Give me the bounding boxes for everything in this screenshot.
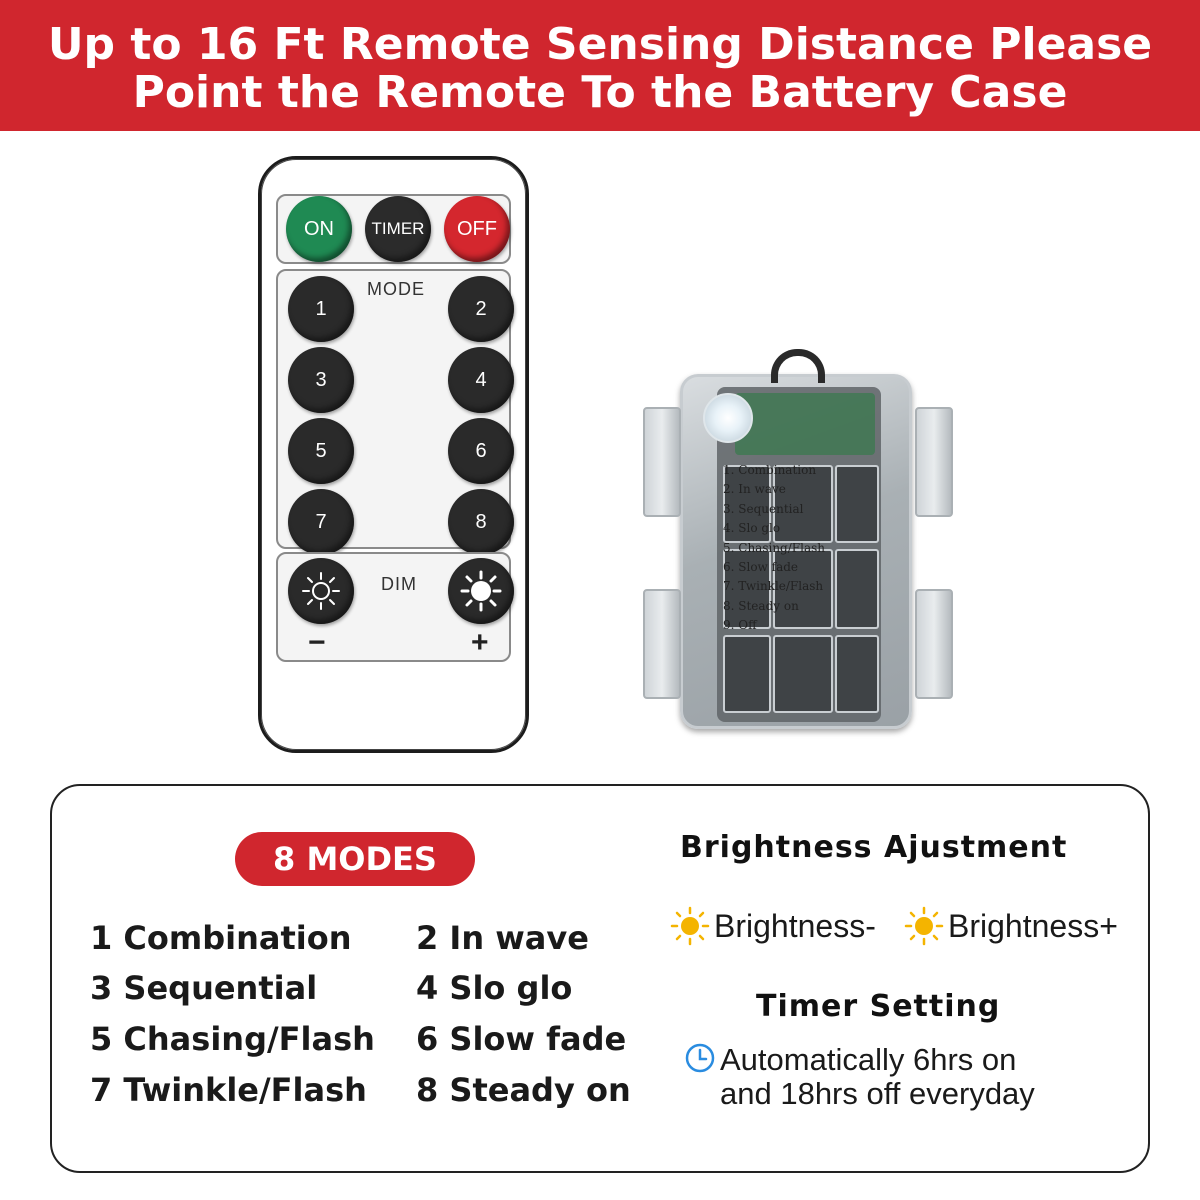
remote-power-panel: ON TIMER OFF (276, 194, 511, 264)
case-mode-item: 7. Twinkle/Flash (723, 579, 824, 594)
remote-dim-panel: DIM − + (276, 552, 514, 662)
timer-line-1: Automatically 6hrs on (720, 1042, 1017, 1077)
on-button[interactable]: ON (286, 196, 352, 262)
modes-badge: 8 MODES (235, 832, 475, 886)
header-banner: Up to 16 Ft Remote Sensing Distance Plea… (0, 0, 1200, 131)
brightness-plus-text: Brightness+ (948, 908, 1118, 944)
case-mode-list: 1. Combination 2. In wave 3. Sequential … (723, 461, 825, 636)
battery-case-hook (771, 349, 825, 383)
battery-cell (773, 465, 833, 543)
remote-mode-panel: MODE 1 2 3 4 5 6 7 8 (276, 269, 514, 555)
battery-cell (773, 635, 833, 713)
banner-line-2: Point the Remote To the Battery Case (132, 67, 1068, 118)
dim-minus-sign: − (308, 626, 326, 659)
mode-item: 2 In wave (416, 919, 589, 957)
battery-cell (835, 465, 879, 543)
case-clip-left-bottom (643, 589, 681, 699)
case-mode-item: 1. Combination (723, 463, 817, 477)
dim-minus-button[interactable] (288, 558, 354, 624)
case-clip-right-top (915, 407, 953, 517)
case-mode-item: 2. In wave (723, 482, 786, 497)
mode-button-7[interactable]: 7 (288, 489, 354, 555)
timer-button[interactable]: TIMER (365, 196, 431, 262)
mode-button-4[interactable]: 4 (448, 347, 514, 413)
battery-cell (723, 549, 771, 629)
case-clip-left-top (643, 407, 681, 517)
brightness-minus-text: Brightness- (714, 908, 876, 944)
case-mode-item: 6. Slow fade (723, 560, 799, 575)
case-mode-item: 9. Off (723, 618, 757, 633)
mode-label: MODE (367, 279, 425, 299)
battery-cell (773, 549, 833, 629)
case-mode-item: 4. Slo glo (723, 521, 781, 536)
sun-icon (904, 906, 944, 946)
mode-item: 6 Slow fade (416, 1020, 627, 1058)
case-mode-item: 8. Steady on (723, 598, 799, 613)
dim-label: DIM (381, 574, 417, 594)
case-mode-item: 3. Sequential (723, 501, 804, 516)
ir-sensor (703, 393, 753, 443)
timer-line-2: and 18hrs off everyday (720, 1076, 1035, 1111)
mode-button-8[interactable]: 8 (448, 489, 514, 555)
mode-button-2[interactable]: 2 (448, 276, 514, 342)
dim-plus-sun-icon (460, 570, 502, 612)
circuit-board (735, 393, 875, 455)
mode-item: 3 Sequential (90, 969, 318, 1007)
dim-minus-sun-icon (302, 572, 340, 610)
dim-plus-sign: + (471, 626, 489, 659)
remote-control: ON TIMER OFF MODE 1 2 3 4 5 6 7 8 DIM (258, 156, 529, 753)
mode-item: 4 Slo glo (416, 969, 573, 1007)
clock-icon (685, 1043, 715, 1073)
case-mode-item: 5. Chasing/Flash (723, 540, 825, 555)
timer-heading: Timer Setting (756, 989, 1001, 1024)
off-button[interactable]: OFF (444, 196, 510, 262)
mode-item: 1 Combination (90, 919, 352, 957)
battery-cell (723, 465, 771, 543)
battery-case: 1. Combination 2. In wave 3. Sequential … (643, 349, 953, 729)
mode-item: 7 Twinkle/Flash (90, 1071, 367, 1109)
case-clip-right-bottom (915, 589, 953, 699)
mode-item: 5 Chasing/Flash (90, 1020, 375, 1058)
banner-line-1: Up to 16 Ft Remote Sensing Distance Plea… (47, 19, 1153, 70)
mode-button-6[interactable]: 6 (448, 418, 514, 484)
mode-button-1[interactable]: 1 (288, 276, 354, 342)
battery-cell (835, 549, 879, 629)
mode-item: 8 Steady on (416, 1071, 631, 1109)
brightness-heading: Brightness Ajustment (680, 830, 1068, 865)
sun-icon (670, 906, 710, 946)
battery-cell (835, 635, 879, 713)
info-box: 8 MODES 1 Combination 2 In wave 3 Sequen… (50, 784, 1150, 1173)
battery-cell (723, 635, 771, 713)
mode-button-3[interactable]: 3 (288, 347, 354, 413)
dim-plus-button[interactable] (448, 558, 514, 624)
mode-button-5[interactable]: 5 (288, 418, 354, 484)
